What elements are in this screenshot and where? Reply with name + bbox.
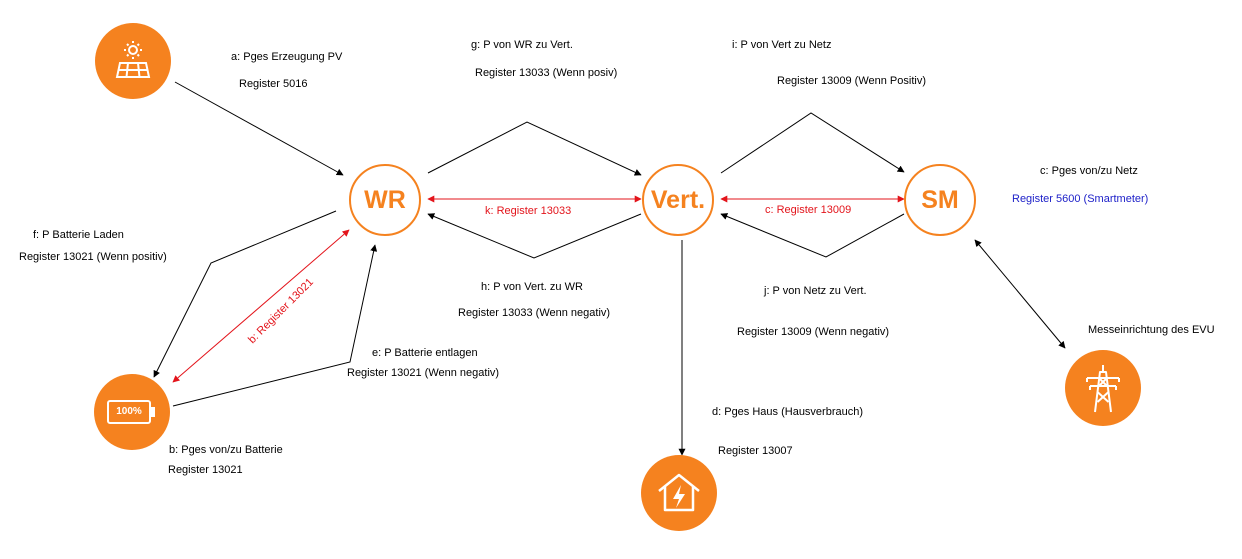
label-d-title: d: Pges Haus (Hausverbrauch) xyxy=(712,406,864,418)
label-f-title: f: P Batterie Laden xyxy=(33,229,124,241)
node-vert: Vert. xyxy=(642,164,714,236)
label-e-title: e: P Batterie entlagen xyxy=(372,347,478,359)
label-d-register: Register 13007 xyxy=(718,445,793,457)
arrow-sm-to-vert xyxy=(720,213,905,258)
arrow-sm-to-grid xyxy=(974,239,1066,349)
label-h-title: h: P von Vert. zu WR xyxy=(481,281,583,293)
grid-node xyxy=(1065,350,1141,426)
label-a-title: a: Pges Erzeugung PV xyxy=(231,51,343,63)
label-j-title: j: P von Netz zu Vert. xyxy=(764,285,867,297)
register-line-wr-battery xyxy=(172,229,350,383)
label-f-register: Register 13021 (Wenn positiv) xyxy=(19,251,167,263)
arrow-wr-to-battery xyxy=(153,210,337,378)
label-c-register: Register 5600 (Smartmeter) xyxy=(1012,193,1149,205)
battery-level-text: 100% xyxy=(116,406,142,417)
label-c-register-line: c: Register 13009 xyxy=(763,204,854,217)
label-e-register: Register 13021 (Wenn negativ) xyxy=(347,367,500,379)
pv-node xyxy=(95,23,171,99)
label-b-register: Register 13021 xyxy=(168,464,243,476)
label-c-title: c: Pges von/zu Netz xyxy=(1040,165,1138,177)
node-sm: SM xyxy=(904,164,976,236)
node-wr: WR xyxy=(349,164,421,236)
house-node xyxy=(641,455,717,531)
label-a-register: Register 5016 xyxy=(239,78,308,90)
label-b-title: b: Pges von/zu Batterie xyxy=(169,444,283,456)
label-i-title: i: P von Vert zu Netz xyxy=(732,39,832,51)
label-h-register: Register 13033 (Wenn negativ) xyxy=(458,307,611,319)
label-g-register: Register 13033 (Wenn posiv) xyxy=(475,67,618,79)
label-g-title: g: P von WR zu Vert. xyxy=(471,39,573,51)
label-j-register: Register 13009 (Wenn negativ) xyxy=(737,326,890,338)
battery-icon: 100% xyxy=(107,400,157,424)
house-power-icon xyxy=(658,473,700,512)
arrow-pv-to-wr xyxy=(174,81,344,176)
battery-node: 100% xyxy=(94,374,170,450)
power-pylon-icon xyxy=(1086,365,1120,413)
arrow-battery-to-wr xyxy=(172,244,378,407)
arrow-wr-to-vert xyxy=(427,121,642,176)
solar-panel-icon xyxy=(115,41,151,78)
label-evu: Messeinrichtung des EVU xyxy=(1088,324,1215,336)
arrow-vert-to-sm xyxy=(720,112,905,174)
label-i-register: Register 13009 (Wenn Positiv) xyxy=(777,75,926,87)
arrow-vert-to-wr xyxy=(427,213,642,259)
label-k-register-line: k: Register 13033 xyxy=(483,205,574,218)
